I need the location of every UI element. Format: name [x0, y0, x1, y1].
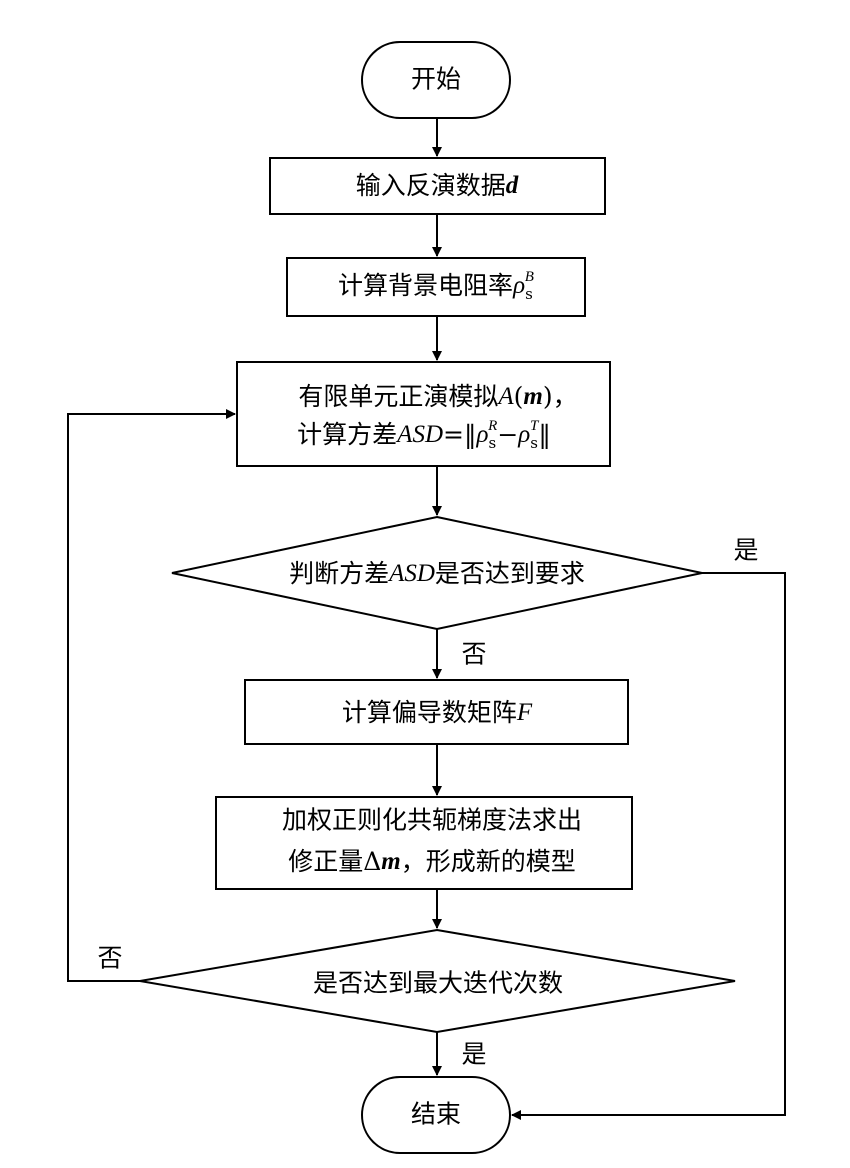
variance-check-label: 判断方差ASD是否达到要求: [289, 559, 585, 588]
forward-modeling-line2: 计算方差ASD=‖ρsR−ρsT‖: [297, 418, 551, 452]
start-label: 开始: [411, 65, 461, 94]
judge-yes-label: 是: [733, 536, 758, 565]
end-terminal: [361, 1076, 511, 1154]
weighted-regularization-line2: 修正量Δm，形成新的模型: [288, 847, 576, 876]
arrow-judge-yes-to-end: [511, 572, 786, 1120]
judge-no-label: 否: [461, 640, 486, 669]
forward-modeling-line1: 有限单元正演模拟A(m)，: [298, 382, 577, 411]
weighted-regularization-box: [215, 796, 633, 890]
forward-modeling-box: [236, 361, 611, 467]
background-resistivity-label: 计算背景电阻率ρsB: [338, 269, 534, 303]
iter-yes-label: 是: [461, 1040, 486, 1069]
weighted-regularization-line1: 加权正则化共轭梯度法求出: [282, 806, 582, 835]
end-label: 结束: [411, 1100, 461, 1129]
iter-no-label: 否: [97, 944, 122, 973]
arrow-iter-no-loop: [67, 409, 236, 982]
iteration-check-label: 是否达到最大迭代次数: [313, 969, 563, 998]
partial-derivative-label: 计算偏导数矩阵F: [342, 698, 533, 727]
input-data-label: 输入反演数据d: [356, 171, 519, 200]
